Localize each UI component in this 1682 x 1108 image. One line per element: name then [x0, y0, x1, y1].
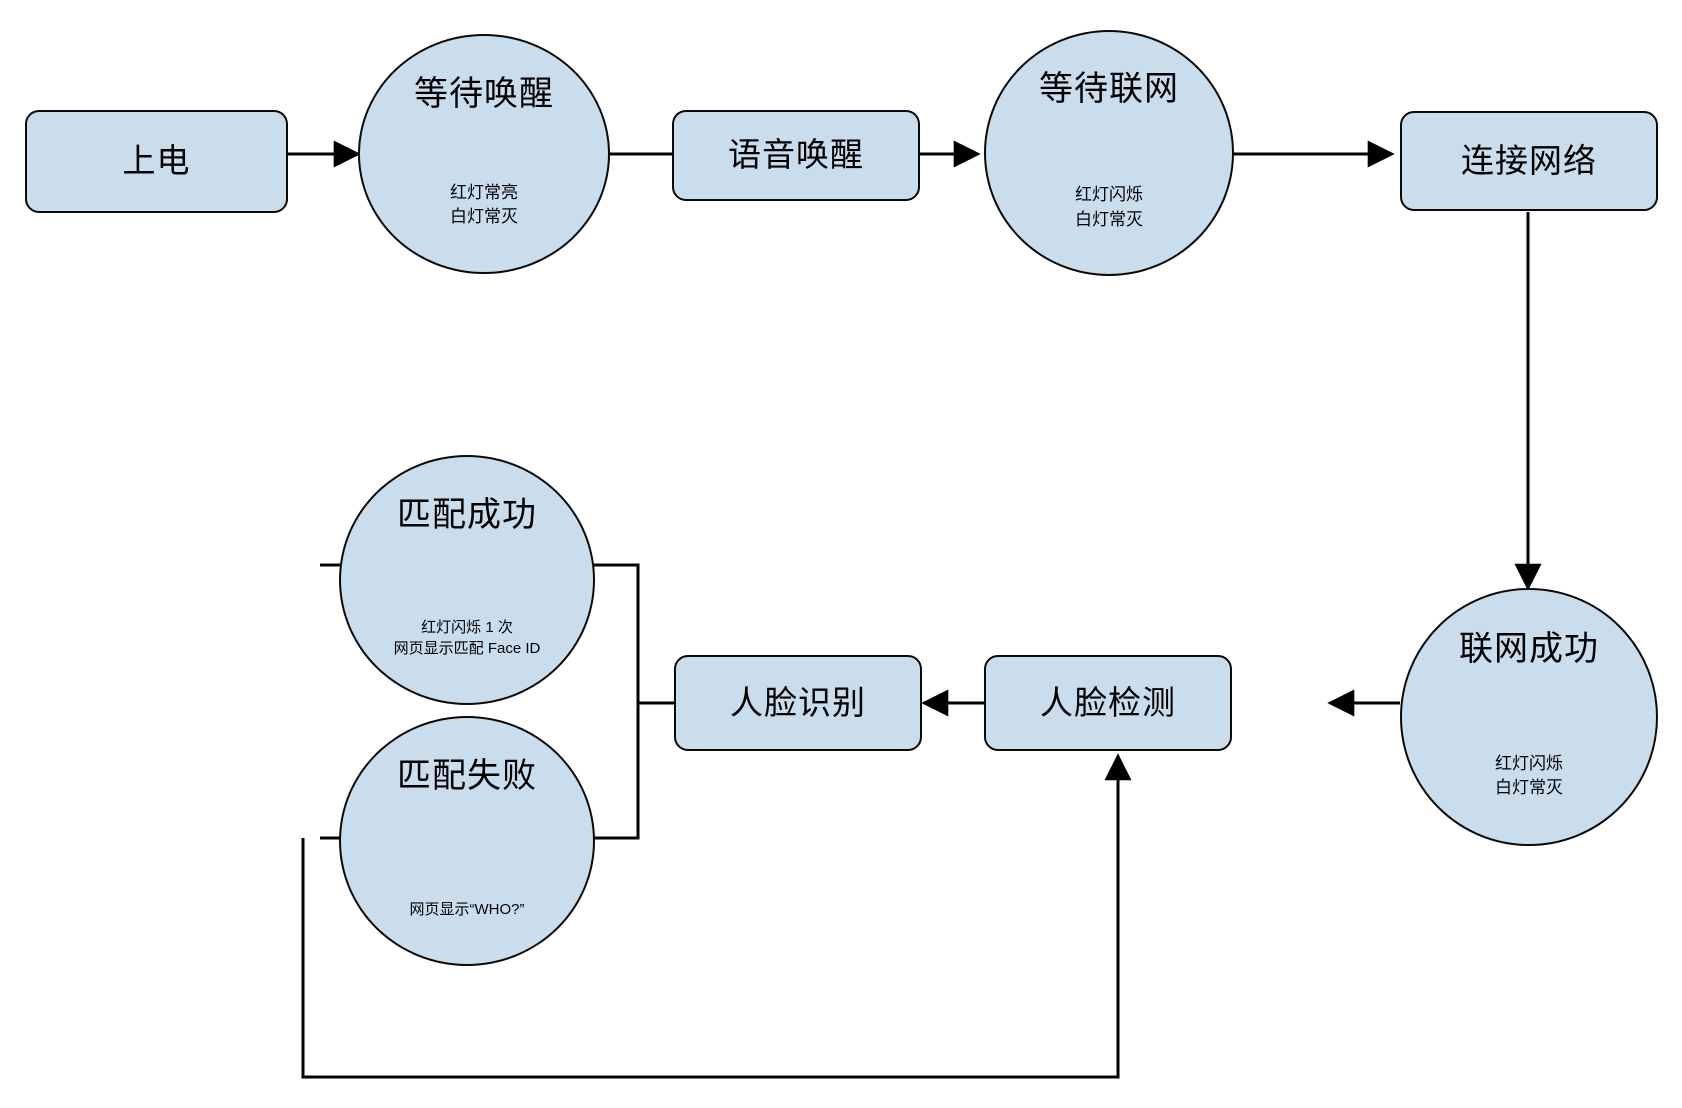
node-label: 上电	[122, 142, 191, 180]
node-wait-wakeup[interactable]: 等待唤醒 红灯常亮 白灯常灭	[358, 34, 610, 274]
node-match-success[interactable]: 匹配成功 红灯闪烁 1 次 网页显示匹配 Face ID	[339, 455, 595, 705]
node-label: 连接网络	[1461, 141, 1597, 179]
node-sublabel: 红灯闪烁 1 次 网页显示匹配 Face ID	[393, 618, 541, 658]
node-label: 联网成功	[1459, 629, 1599, 668]
node-face-detect[interactable]: 人脸检测	[984, 655, 1232, 751]
node-label: 等待唤醒	[414, 74, 554, 113]
node-label: 匹配成功	[397, 496, 537, 535]
node-sublabel: 网页显示“WHO?”	[409, 901, 525, 919]
node-label: 匹配失败	[397, 757, 537, 796]
node-label: 人脸识别	[730, 683, 866, 721]
node-label: 人脸检测	[1040, 683, 1176, 721]
node-label: 语音唤醒	[728, 136, 864, 174]
node-connect-network[interactable]: 连接网络	[1400, 111, 1658, 211]
node-sublabel: 红灯常亮 白灯常灭	[450, 182, 518, 227]
node-face-recognize[interactable]: 人脸识别	[674, 655, 922, 751]
node-voice-wakeup[interactable]: 语音唤醒	[672, 110, 920, 201]
node-wait-network[interactable]: 等待联网 红灯闪烁 白灯常灭	[984, 30, 1234, 276]
node-match-fail[interactable]: 匹配失败 网页显示“WHO?”	[339, 716, 595, 966]
node-network-success[interactable]: 联网成功 红灯闪烁 白灯常灭	[1400, 588, 1658, 846]
node-sublabel: 红灯闪烁 白灯常灭	[1495, 753, 1563, 798]
node-label: 等待联网	[1039, 70, 1179, 109]
edge-match-fail-to-face-detect	[301, 753, 1132, 1079]
node-power-on[interactable]: 上电	[25, 110, 288, 213]
node-sublabel: 红灯闪烁 白灯常灭	[1075, 184, 1143, 229]
